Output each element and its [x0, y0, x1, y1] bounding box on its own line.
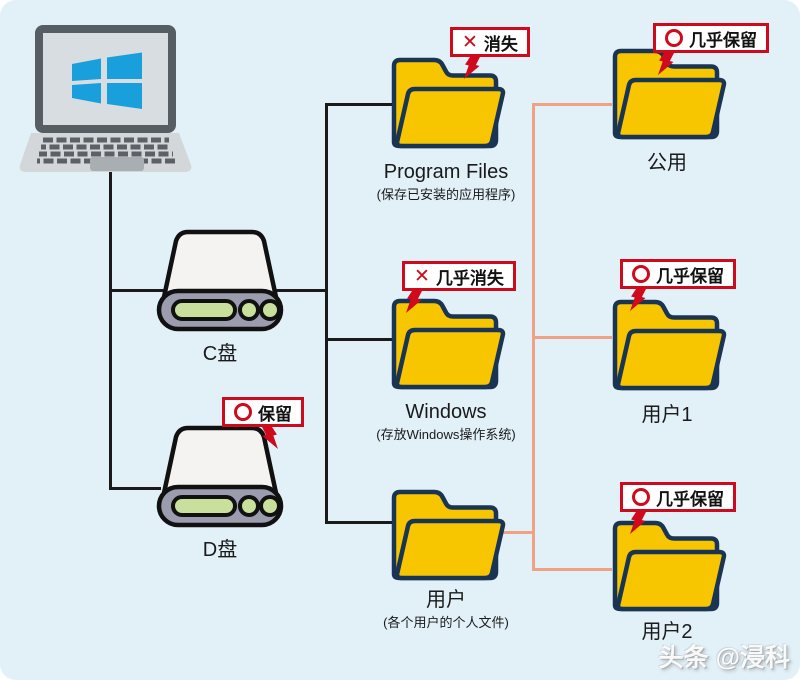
- x-icon: ✕: [414, 265, 430, 287]
- tree-line-to-program-files: [325, 103, 393, 106]
- tree-line-trunk-vertical: [325, 103, 328, 524]
- badge-program-files-text: 消失: [483, 34, 518, 54]
- circle-icon: [234, 403, 252, 421]
- users-line-to-user2: [532, 568, 612, 571]
- d-drive-icon: [155, 425, 285, 530]
- folder-windows-label: Windows (存放Windows操作系统): [376, 401, 516, 442]
- users-line-to-user1: [532, 336, 612, 339]
- badge-user1-text: 几乎保留: [656, 266, 724, 286]
- tree-line-laptop-vertical: [109, 172, 112, 490]
- folder-windows-icon: [387, 293, 507, 393]
- badge-windows: ✕ 几乎消失: [402, 261, 516, 291]
- folder-program-files-icon: [387, 52, 507, 152]
- folder-users-label: 用户 (各个用户的个人文件): [383, 589, 509, 630]
- folder-user2-icon: [608, 515, 728, 615]
- badge-program-files: ✕ 消失: [450, 27, 530, 57]
- users-line-from-users: [500, 531, 533, 534]
- x-icon: ✕: [462, 31, 478, 53]
- laptop-illustration: [16, 23, 196, 175]
- circle-icon: [632, 265, 650, 283]
- badge-public: 几乎保留: [653, 23, 769, 53]
- tree-line-to-windows: [325, 338, 393, 341]
- folder-user1-icon: [608, 294, 728, 394]
- badge-user1: 几乎保留: [620, 259, 736, 289]
- circle-icon: [632, 488, 650, 506]
- badge-d-drive-text: 保留: [258, 404, 292, 424]
- badge-d-drive: 保留: [222, 397, 304, 427]
- folder-program-files-label: Program Files (保存已安装的应用程序): [376, 161, 516, 202]
- tree-line-c-drive-out: [276, 289, 328, 292]
- badge-windows-text: 几乎消失: [435, 268, 504, 288]
- badge-user2: 几乎保留: [620, 482, 736, 512]
- folder-users-icon: [387, 484, 507, 584]
- tree-line-to-users: [325, 521, 393, 524]
- circle-icon: [665, 29, 683, 47]
- d-drive-label: D盘: [202, 539, 238, 561]
- windows-logo-icon: [72, 52, 142, 109]
- users-line-to-public: [532, 103, 612, 106]
- c-drive-icon: [155, 229, 285, 334]
- laptop-touchpad: [90, 157, 144, 171]
- folder-user2-label: 用户2: [641, 621, 693, 643]
- tree-line-to-d-drive: [109, 487, 161, 490]
- badge-user2-text: 几乎保留: [656, 489, 724, 509]
- watermark: 头条 @浸科: [658, 644, 790, 672]
- folder-public-label: 公用: [647, 152, 687, 174]
- folder-user1-label: 用户1: [641, 404, 693, 426]
- tree-line-to-c-drive: [109, 289, 165, 292]
- badge-public-text: 几乎保留: [689, 30, 757, 50]
- c-drive-label: C盘: [202, 343, 238, 365]
- laptop-screen: [43, 33, 168, 125]
